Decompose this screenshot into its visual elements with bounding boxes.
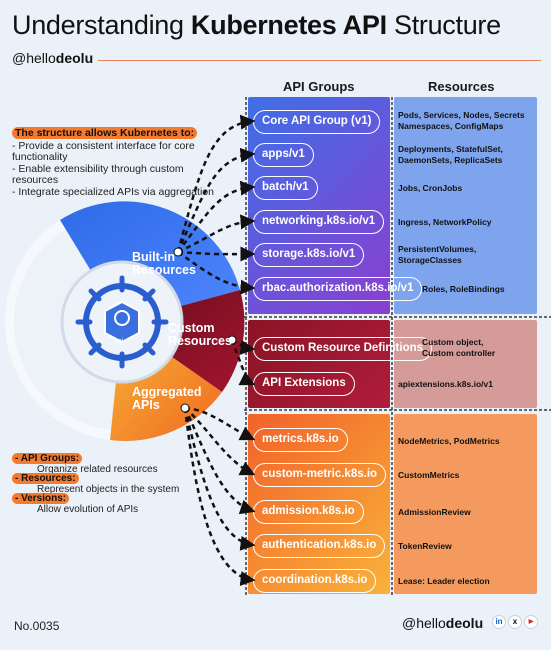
- issue-number: No.0035: [14, 619, 60, 633]
- title-divider: [98, 60, 541, 61]
- linkedin-icon[interactable]: in: [492, 615, 506, 629]
- resources-apps: Deployments, StatefulSet,DaemonSets, Rep…: [398, 144, 503, 165]
- builtin-resources-panel: [394, 97, 537, 314]
- legend-api-groups: - API Groups: Organize related resources: [12, 453, 158, 475]
- resources-header: Resources: [428, 79, 495, 94]
- page-title: Understanding Kubernetes API Structure: [12, 10, 501, 40]
- aggregated-groups-panel: [248, 414, 390, 594]
- aggregated-resources-panel: [394, 414, 537, 594]
- custom-resources-panel: [394, 320, 537, 408]
- intro-text: The structure allows Kubernetes to: - Pr…: [12, 127, 214, 198]
- custom-groups-panel: [248, 320, 390, 408]
- legend-versions: - Versions: Allow evolution of APIs: [12, 493, 138, 515]
- api-groups-header: API Groups: [283, 79, 355, 94]
- footer-handle: @hellodeolu: [402, 615, 484, 631]
- wheel-logo-text: api: [114, 338, 124, 345]
- resources-rbac: Roles, RoleBindings: [422, 284, 505, 294]
- resources-authentication: TokenReview: [398, 541, 452, 551]
- resources-crd: Custom object,Custom controller: [422, 337, 496, 358]
- author-handle: @hellodeolu: [12, 50, 94, 66]
- x-icon[interactable]: x: [508, 615, 522, 629]
- resources-batch: Jobs, CronJobs: [398, 183, 463, 193]
- resources-api-extensions: apiextensions.k8s.io/v1: [398, 379, 493, 389]
- intro-heading: The structure allows Kubernetes to:: [12, 127, 198, 139]
- resources-networking: Ingress, NetworkPolicy: [398, 217, 492, 227]
- legend-resources: - Resources: Represent objects in the sy…: [12, 473, 179, 495]
- resources-coordination: Lease: Leader election: [398, 576, 490, 586]
- resources-storage: PersistentVolumes,StorageClasses: [398, 244, 477, 265]
- api-logo-icon: [104, 300, 140, 344]
- resources-custom-metric: CustomMetrics: [398, 470, 460, 480]
- youtube-icon[interactable]: ▶: [524, 615, 538, 629]
- resources-admission: AdmissionReview: [398, 507, 471, 517]
- resources-metrics: NodeMetrics, PodMetrics: [398, 436, 500, 446]
